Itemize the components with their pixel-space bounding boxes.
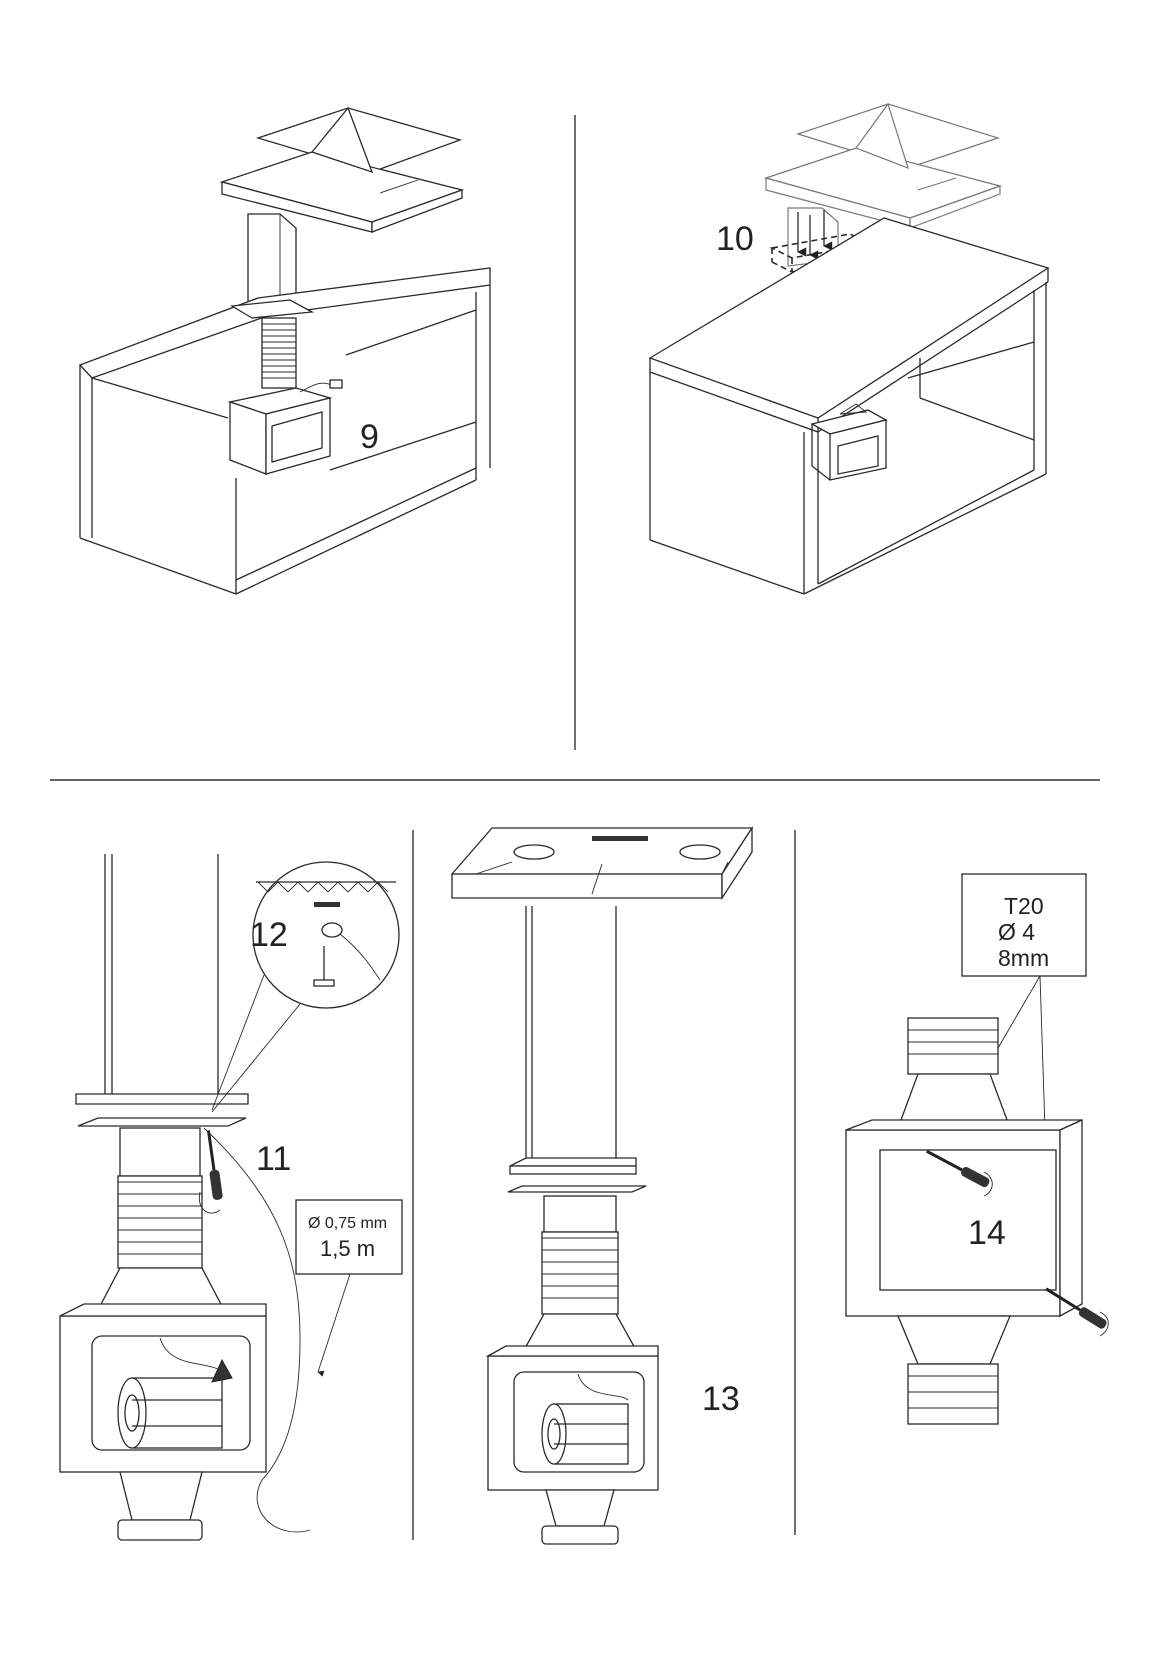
- screwdriver-icon: [201, 1128, 225, 1202]
- cable-diameter: Ø 0,75 mm: [308, 1215, 387, 1232]
- step-10-figure: [648, 102, 1050, 595]
- cable-length: 1,5 m: [320, 1236, 375, 1261]
- screw-diameter: Ø 4: [998, 919, 1035, 945]
- screw-length: 8mm: [998, 945, 1049, 971]
- step-11-figure: [59, 854, 403, 1541]
- step-14-label: 14: [968, 1214, 1006, 1252]
- step-13-label: 13: [702, 1380, 740, 1418]
- screw-bit: T20: [1004, 893, 1044, 919]
- step-13-figure: [450, 825, 754, 1545]
- step-12-label: 12: [250, 916, 288, 954]
- step-10-label: 10: [716, 220, 754, 258]
- step-9-label: 9: [360, 418, 379, 456]
- step-14-figure: [845, 873, 1110, 1425]
- step-11-label: 11: [256, 1140, 291, 1178]
- step-9-figure: [78, 106, 491, 595]
